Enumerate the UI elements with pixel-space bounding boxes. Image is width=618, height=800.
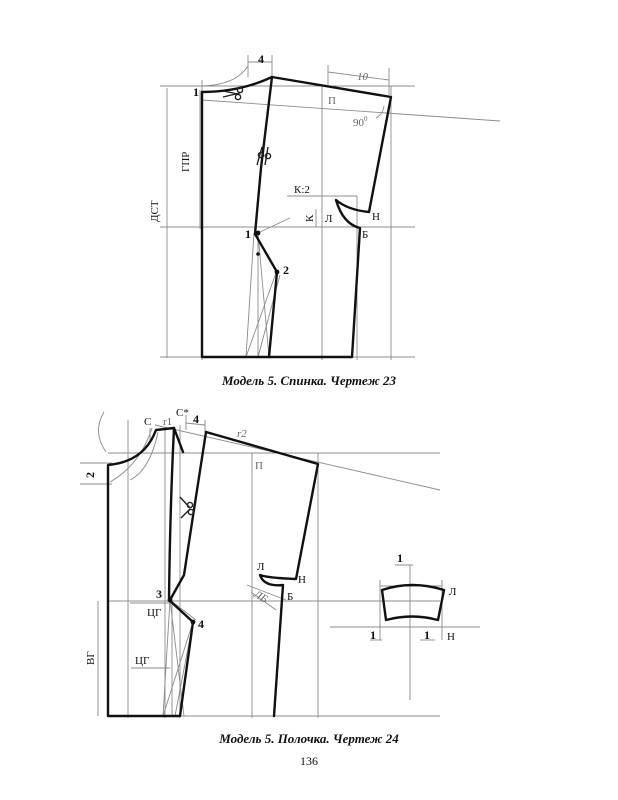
detail-outline	[380, 583, 446, 622]
back-points	[255, 230, 280, 275]
scissors-icon	[179, 496, 195, 519]
angle-90-label: 900	[353, 115, 368, 129]
point-n-label: Н	[447, 631, 455, 643]
cg-label: ЦГ	[147, 607, 161, 619]
dim-4-label: 4	[193, 412, 199, 426]
dim-top-1-label: 1	[397, 551, 403, 565]
armhole-detail-drawing: 1 Л 1 1 Н	[330, 551, 480, 700]
cg-label: ЦГ	[135, 655, 149, 667]
point-b-label: Б	[362, 229, 368, 241]
point-l-label: Л	[449, 586, 457, 598]
r2-label: r2	[237, 428, 247, 440]
dim-right-1-label: 1	[424, 628, 430, 642]
point-3-label: 3	[156, 587, 162, 601]
point-b-label: Б	[287, 591, 293, 603]
back-outline	[200, 75, 393, 359]
front-caption: Модель 5. Полочка. Чертеж 24	[218, 731, 399, 746]
back-construction-lines	[160, 55, 501, 360]
point-n-label: Н	[298, 574, 306, 586]
back-drawing: 4 10 900 1 П ДСТ ГПР К:2 К Л Н 1 Б 2 Мод…	[149, 52, 501, 388]
front-drawing: С С* r1 4 r2 2 П Л Н ЛБ Б 3 ЦГ 4 ВГ ЦГ М…	[80, 407, 441, 746]
point-2-label: 2	[283, 263, 289, 277]
r1-label: r1	[163, 416, 172, 428]
back-caption: Модель 5. Спинка. Чертеж 23	[221, 373, 396, 388]
vg-label: ВГ	[85, 651, 97, 665]
point-4-label: 4	[198, 617, 204, 631]
page-number: 136	[300, 754, 318, 768]
dim-4-label: 4	[258, 52, 264, 66]
point-c-star-label: С*	[176, 407, 189, 419]
point-p-label: П	[255, 460, 263, 472]
scissors-icon	[222, 86, 244, 101]
point-n-label: Н	[372, 211, 380, 223]
front-points	[167, 597, 196, 625]
point-1-top-label: 1	[193, 85, 199, 99]
dim-10-label: 10	[357, 71, 369, 83]
dim-2-label: 2	[83, 472, 97, 478]
point-l-label: Л	[257, 561, 265, 573]
dst-label: ДСТ	[149, 200, 161, 222]
gpr-label: ГПР	[180, 152, 192, 172]
point-c-label: С	[144, 416, 151, 428]
k-label: К	[304, 214, 316, 222]
point-p-label: П	[328, 95, 336, 107]
scissors-icon	[256, 146, 272, 166]
front-outline	[106, 426, 320, 718]
k-half-label: К:2	[294, 184, 310, 196]
dim-left-1-label: 1	[370, 628, 376, 642]
point-l-label: Л	[325, 213, 333, 225]
point-1-mid-label: 1	[245, 227, 251, 241]
